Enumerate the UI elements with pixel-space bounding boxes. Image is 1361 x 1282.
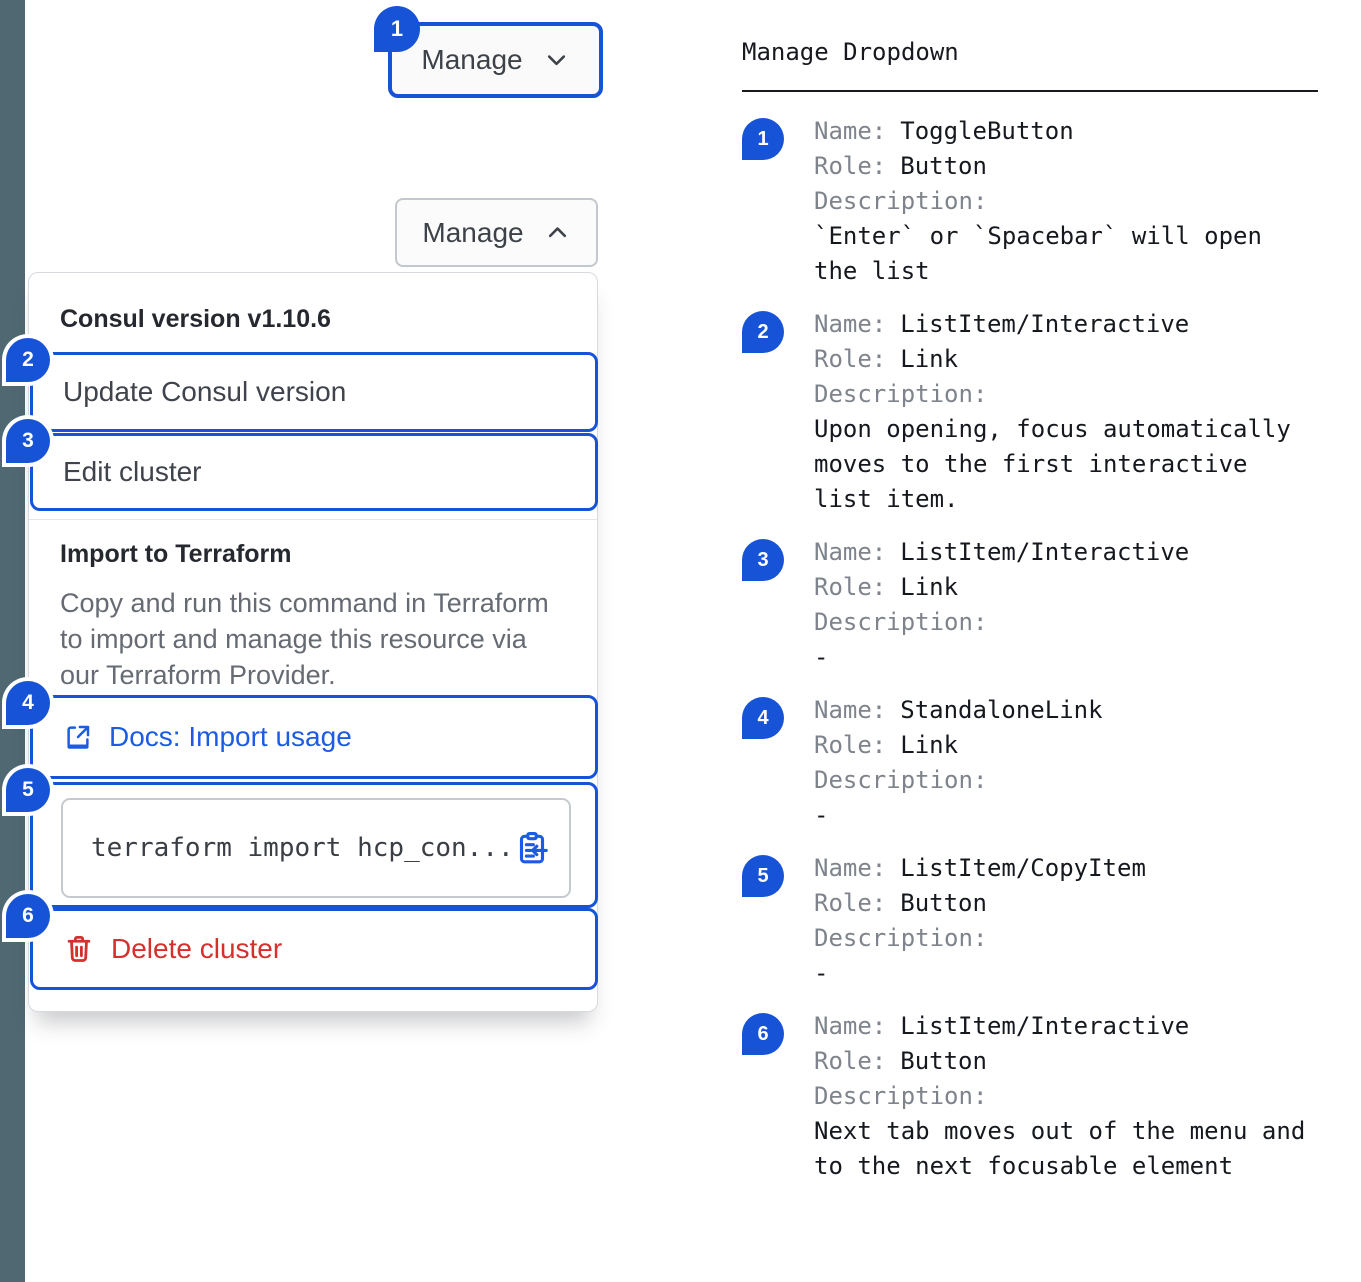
external-link-icon xyxy=(63,722,93,752)
spec-role-label: Role: xyxy=(814,152,887,180)
spec-description-label: Description: xyxy=(814,1082,988,1110)
spec-name-label: Name: xyxy=(814,696,887,724)
sidebar-strip xyxy=(0,0,25,1282)
annotation-box-copy-item: terraform import hcp_con... xyxy=(30,782,598,908)
chevron-up-icon xyxy=(544,219,571,246)
spec-role-value: Button xyxy=(900,152,987,180)
menu-divider xyxy=(29,519,597,520)
spec-description-value: - xyxy=(814,643,829,671)
spec-description-value: - xyxy=(814,959,829,987)
spec-name-value: ListItem/Interactive xyxy=(900,1012,1190,1040)
spec-description-value: Upon opening, focus automatically moves … xyxy=(814,415,1291,513)
menu-item-delete-cluster[interactable]: Delete cluster xyxy=(33,932,595,966)
spec-role-value: Button xyxy=(900,889,987,917)
spec-role-value: Link xyxy=(900,731,959,759)
annotation-badge-1: 1 xyxy=(374,6,420,52)
manage-toggle-button-open[interactable]: Manage xyxy=(395,198,598,267)
spec-badge-4: 4 xyxy=(742,697,784,739)
spec-description-value: - xyxy=(814,801,829,829)
annotation-box-delete-item: Delete cluster xyxy=(30,908,598,990)
spec-role-label: Role: xyxy=(814,731,887,759)
annotation-spec-column: Manage Dropdown 1 Name: ToggleButton Role… xyxy=(742,38,1320,1184)
spec-name-value: ListItem/Interactive xyxy=(900,538,1190,566)
manage-toggle-button[interactable]: Manage xyxy=(388,22,603,98)
annotation-box-update-item: Update Consul version xyxy=(30,352,598,432)
docs-import-usage-link[interactable]: Docs: Import usage xyxy=(33,721,595,753)
spec-description-value: `Enter` or `Spacebar` will open the list xyxy=(814,222,1262,285)
clipboard-copy-icon[interactable] xyxy=(514,829,550,867)
spec-role-label: Role: xyxy=(814,1047,887,1075)
menu-item-update-label: Update Consul version xyxy=(63,376,347,407)
annotation-box-edit-item: Edit cluster xyxy=(30,433,598,511)
spec-title-rule xyxy=(742,90,1318,92)
spec-name-value: ListItem/CopyItem xyxy=(900,854,1146,882)
spec-role-value: Button xyxy=(900,1047,987,1075)
spec-item-5: 5 Name: ListItem/CopyItem Role: Button Des… xyxy=(742,851,1320,991)
spec-description-label: Description: xyxy=(814,608,988,636)
manage-toggle-open-label: Manage xyxy=(422,216,524,248)
annotation-badge-2: 2 xyxy=(6,338,50,382)
annotation-box-docs-link: Docs: Import usage xyxy=(30,695,598,779)
menu-item-delete-label: Delete cluster xyxy=(111,933,283,964)
import-section-description: Copy and run this command in Terraform t… xyxy=(60,588,549,690)
spec-name-value: ListItem/Interactive xyxy=(900,310,1190,338)
docs-import-usage-label: Docs: Import usage xyxy=(109,721,352,752)
spec-title: Manage Dropdown xyxy=(742,38,959,66)
annotation-badge-4: 4 xyxy=(6,681,50,725)
spec-name-label: Name: xyxy=(814,538,887,566)
spec-name-label: Name: xyxy=(814,1012,887,1040)
chevron-down-icon xyxy=(543,47,570,74)
spec-description-label: Description: xyxy=(814,924,988,952)
spec-list: 1 Name: ToggleButton Role: Button Descript… xyxy=(742,114,1320,1184)
spec-badge-3: 3 xyxy=(742,539,784,581)
spec-item-6: 6 Name:ListItem/Interactive Role:Button … xyxy=(742,1009,1320,1184)
spec-description-label: Description: xyxy=(814,380,988,408)
manage-toggle-label: Manage xyxy=(421,44,523,75)
spec-item-1: 1 Name: ToggleButton Role: Button Descript… xyxy=(742,114,1320,289)
spec-item-2: 2 Name: ListItem/Interactive Role: Link De… xyxy=(742,307,1320,517)
spec-badge-5: 5 xyxy=(742,855,784,897)
spec-name-label: Name: xyxy=(814,310,887,338)
consul-version-label: Consul version v1.10.6 xyxy=(60,305,331,333)
spec-role-label: Role: xyxy=(814,345,887,373)
spec-role-label: Role: xyxy=(814,889,887,917)
spec-badge-2: 2 xyxy=(742,311,784,353)
spec-name-label: Name: xyxy=(814,117,887,145)
menu-item-edit-label: Edit cluster xyxy=(63,456,202,487)
menu-item-update-consul[interactable]: Update Consul version xyxy=(33,376,595,408)
spec-description-label: Description: xyxy=(814,766,988,794)
spec-name-value: StandaloneLink xyxy=(900,696,1103,724)
spec-name-value: ToggleButton xyxy=(900,117,1074,145)
spec-badge-1: 1 xyxy=(742,118,784,160)
spec-item-4: 4 Name: StandaloneLink Role: Link Descript… xyxy=(742,693,1320,833)
spec-item-3: 3 Name: ListItem/Interactive Role: Link De… xyxy=(742,535,1320,675)
menu-item-edit-cluster[interactable]: Edit cluster xyxy=(33,456,595,488)
trash-icon xyxy=(63,932,95,966)
spec-description-value: Next tab moves out of the menu and to th… xyxy=(814,1117,1306,1180)
spec-description-label: Description: xyxy=(814,187,988,215)
spec-badge-6: 6 xyxy=(742,1013,784,1055)
annotation-badge-6: 6 xyxy=(6,894,50,938)
spec-name-label: Name: xyxy=(814,854,887,882)
import-section-title: Import to Terraform xyxy=(60,540,292,568)
terraform-import-code-field[interactable]: terraform import hcp_con... xyxy=(61,798,571,898)
spec-role-label: Role: xyxy=(814,573,887,601)
terraform-import-code-text: terraform import hcp_con... xyxy=(91,833,514,863)
annotation-badge-5: 5 xyxy=(6,768,50,812)
annotation-badge-3: 3 xyxy=(6,419,50,463)
spec-role-value: Link xyxy=(900,573,959,601)
spec-role-value: Link xyxy=(900,345,959,373)
